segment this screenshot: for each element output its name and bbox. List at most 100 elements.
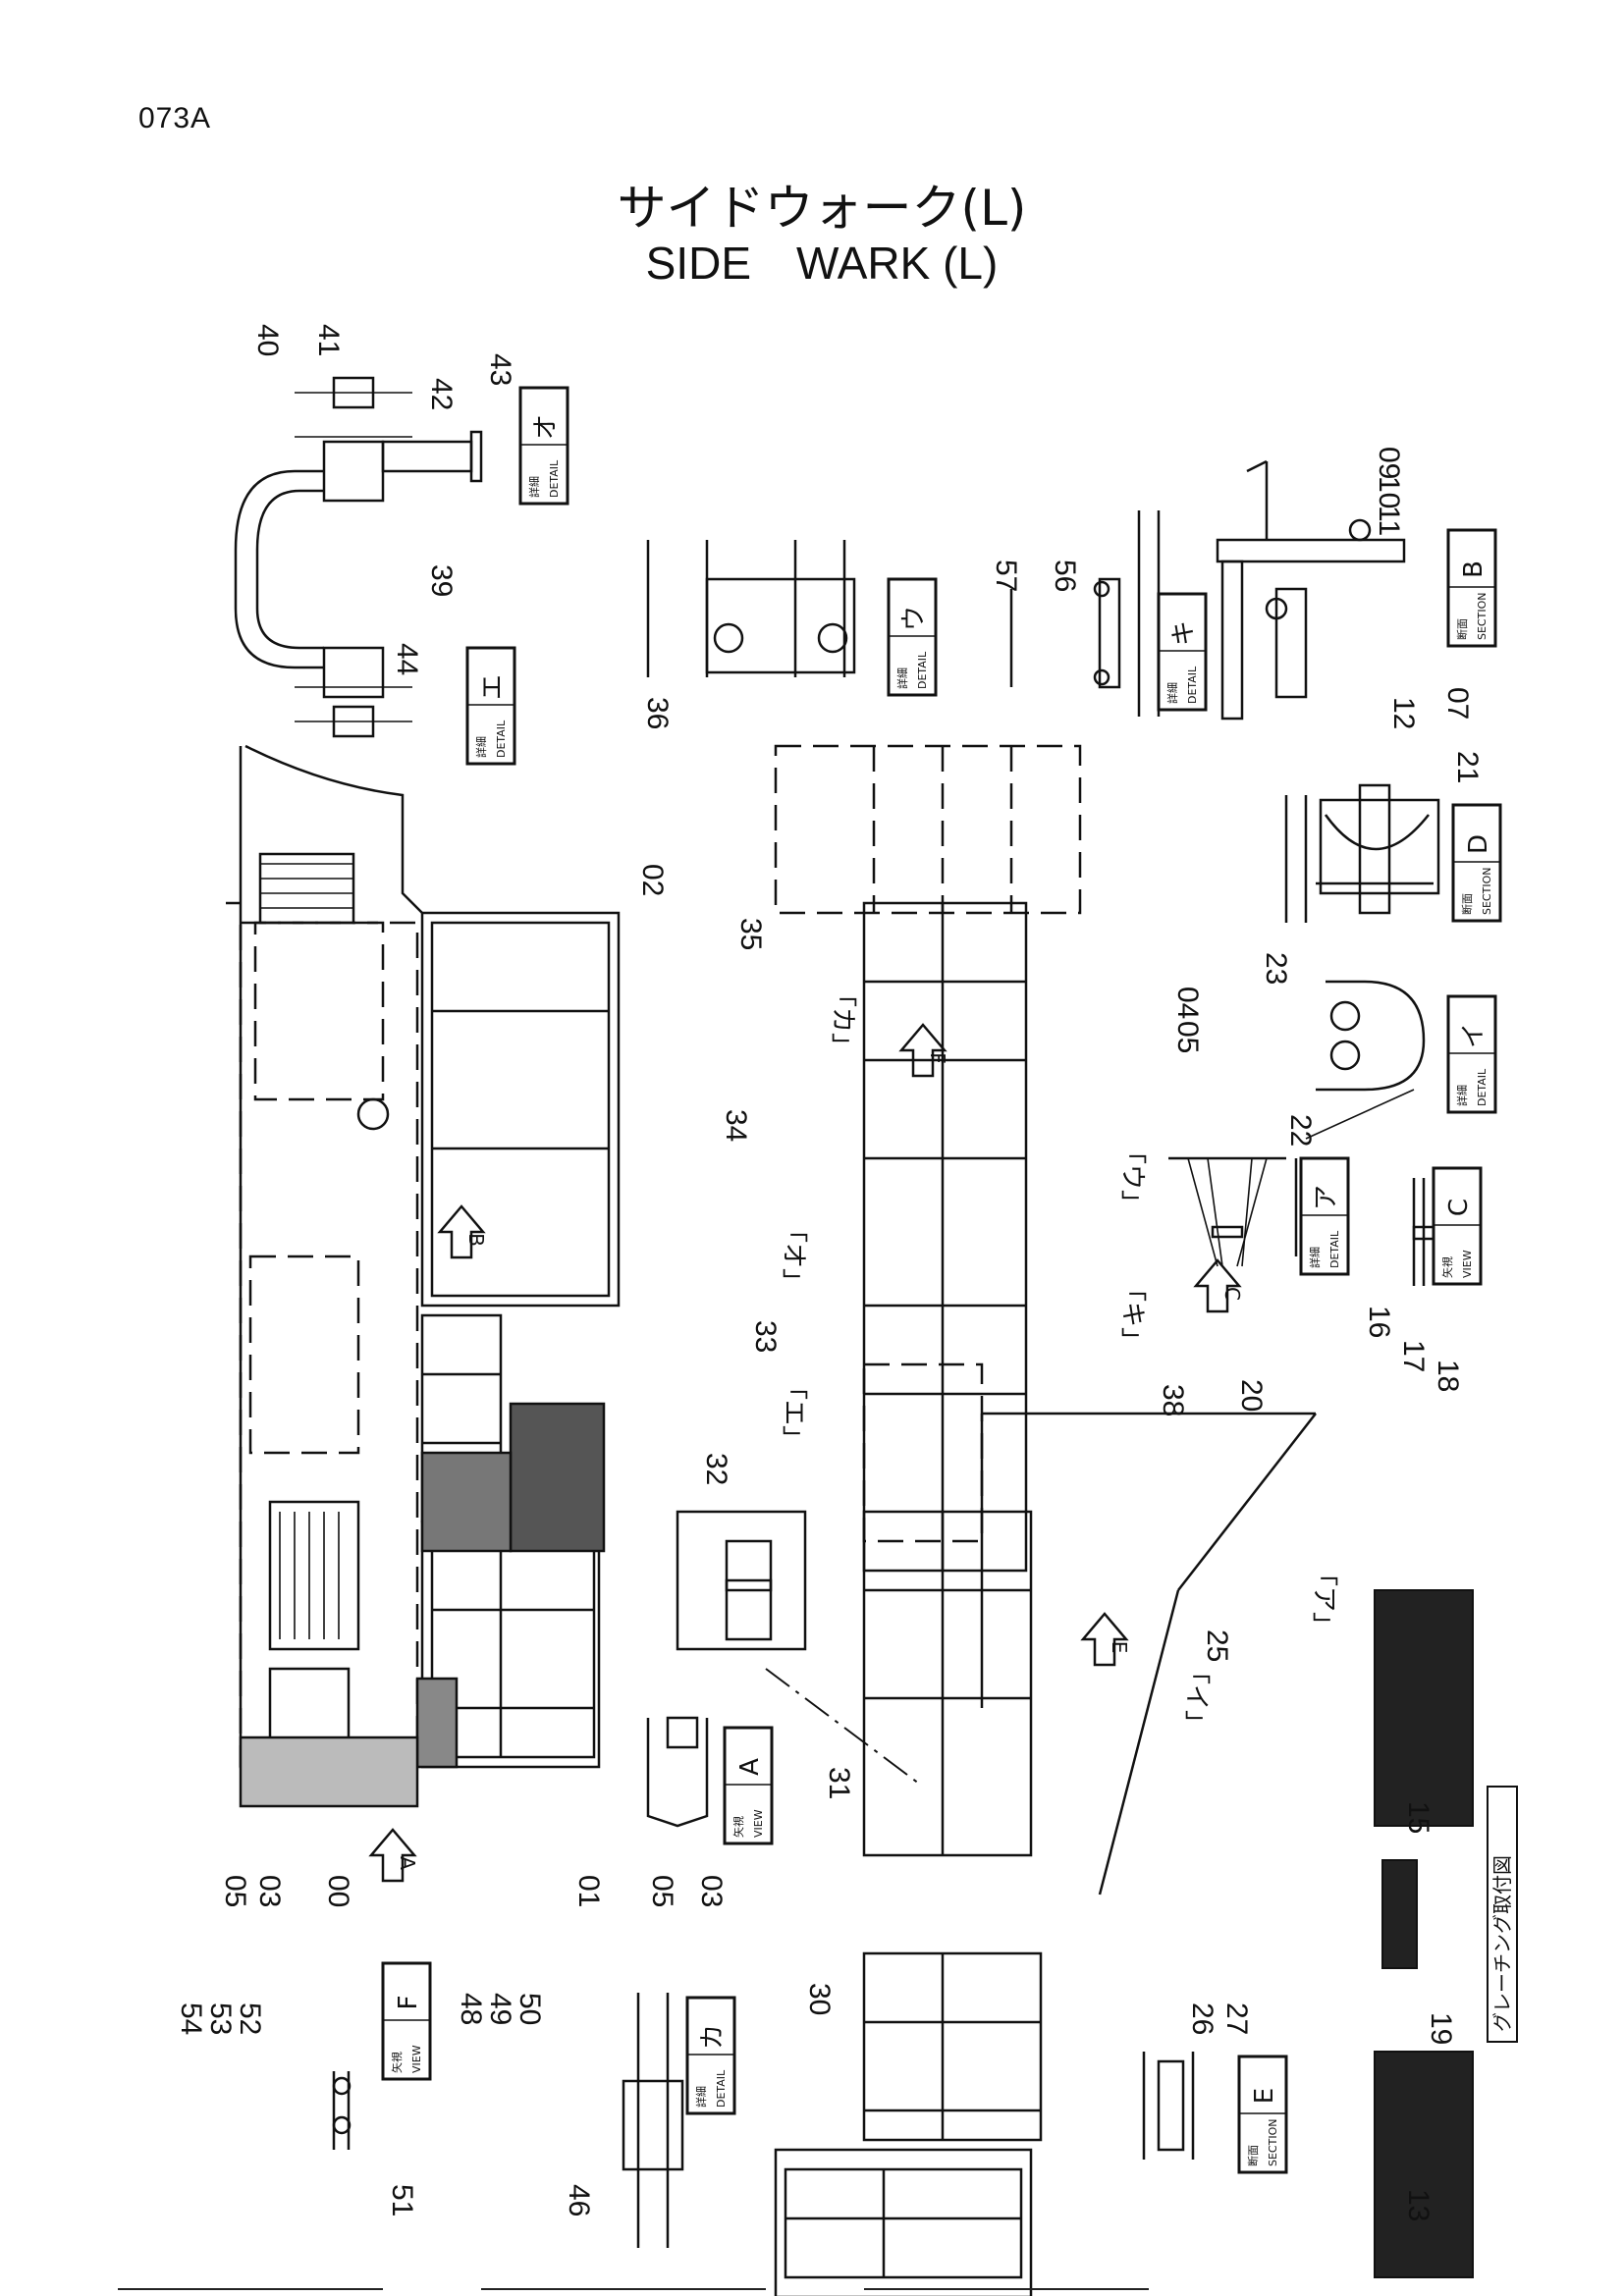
part-number: 13	[1402, 2189, 1435, 2221]
detail-i-letter: イ	[1459, 1023, 1489, 1048]
part-number: 27	[1220, 2002, 1253, 2035]
title-english: SIDE WARK (L)	[645, 238, 999, 289]
view-arrow-c: C	[1193, 1258, 1244, 1313]
part-number: 52	[234, 2002, 266, 2035]
part-number: 11	[1373, 506, 1405, 536]
part-number: 38	[1157, 1384, 1189, 1416]
detail-i-kind: DETAIL	[1476, 1068, 1489, 1106]
part-number: 49	[484, 1993, 516, 2025]
part-number: 56	[1049, 560, 1081, 592]
part-number: 09	[1373, 447, 1405, 479]
elevation-view	[676, 744, 1317, 2296]
part-number: 42	[425, 378, 458, 410]
detail-a-letter: ア	[1312, 1185, 1341, 1210]
view-c-jp: 矢視	[1440, 1256, 1454, 1278]
part-number: 33	[749, 1320, 782, 1353]
detail-o-figure	[234, 376, 483, 738]
part-number: 02	[636, 864, 669, 896]
detail-ka-jp: 詳細	[694, 2086, 708, 2108]
part-number: 48	[455, 1993, 487, 2025]
detail-i-figure	[1305, 980, 1426, 1140]
section-b-kind: SECTION	[1476, 593, 1489, 640]
view-c-letter: C	[1444, 1199, 1474, 1216]
part-number: 12	[1387, 697, 1420, 729]
part-number: 20	[1235, 1379, 1268, 1412]
section-e-jp: 断面	[1246, 2145, 1260, 2166]
detail-o-letter: オ	[531, 414, 561, 440]
part-number: 41	[312, 324, 345, 356]
part-number: 25	[1201, 1629, 1233, 1662]
detail-ka-letter: カ	[698, 2024, 728, 2050]
part-number: 00	[322, 1875, 354, 1907]
part-number: 54	[175, 2002, 207, 2035]
detail-e-kind: DETAIL	[495, 720, 508, 758]
part-number: 44	[391, 643, 423, 675]
part-number: 05	[1171, 1021, 1204, 1053]
detail-ki-letter: キ	[1169, 620, 1199, 646]
view-a-jp: 矢視	[731, 1816, 745, 1838]
part-number: 17	[1397, 1340, 1430, 1372]
view-arrow-e: E	[1080, 1612, 1131, 1667]
section-b-letter: B	[1459, 561, 1489, 578]
grating-caption: グレーチング取付図	[1487, 1786, 1518, 2043]
part-number: 51	[386, 2184, 418, 2216]
view-f-kind: VIEW	[410, 2045, 423, 2073]
view-a-figure	[646, 1716, 709, 1828]
part-number: 03	[695, 1875, 728, 1907]
view-arrows-layer: A B C E F	[368, 1023, 1244, 1883]
part-number: 46	[563, 2184, 595, 2216]
callout-label: 「オ」	[779, 1217, 808, 1294]
part-number: 40	[251, 324, 284, 356]
page-code: 073A	[138, 102, 212, 134]
view-arrow-letter: C	[1220, 1287, 1244, 1301]
part-number: 39	[425, 564, 458, 597]
part-number: 05	[219, 1875, 251, 1907]
part-number: 34	[720, 1109, 752, 1142]
part-number: 03	[253, 1875, 286, 1907]
part-number: 26	[1186, 2002, 1218, 2035]
part-number: 15	[1402, 1801, 1435, 1834]
part-number: 19	[1425, 2012, 1457, 2045]
detail-ki-figure	[1009, 459, 1406, 721]
detail-a-tag: ア詳細 DETAIL	[1299, 1156, 1350, 1276]
part-number: 35	[734, 918, 767, 950]
part-number: 18	[1432, 1360, 1464, 1392]
view-arrow-letter: B	[464, 1233, 488, 1247]
part-number: 21	[1451, 751, 1484, 783]
view-arrow-letter: A	[396, 1856, 419, 1870]
detail-u-figure	[646, 540, 856, 677]
part-number: 10	[1373, 476, 1405, 508]
detail-u-jp: 詳細	[895, 667, 909, 689]
detail-e-jp: 詳細	[474, 736, 488, 758]
callouts-layer: 「カ」「ウ」「オ」「キ」「エ」「ア」「イ」	[779, 982, 1338, 1735]
detail-u-kind: DETAIL	[916, 651, 929, 689]
view-a-letter: A	[735, 1758, 765, 1776]
section-d-figure	[1284, 783, 1440, 923]
part-number: 36	[641, 697, 674, 729]
view-a-kind: VIEW	[752, 1809, 765, 1838]
callout-label: 「ア」	[1309, 1561, 1338, 1637]
detail-i-jp: 詳細	[1455, 1085, 1469, 1106]
callout-label: 「イ」	[1181, 1659, 1211, 1735]
view-a-tag: A 矢視 VIEW	[723, 1726, 774, 1845]
callout-label: 「カ」	[828, 982, 857, 1058]
part-number: 57	[990, 560, 1022, 592]
detail-ki-jp: 詳細	[1165, 682, 1179, 704]
view-f-letter: F	[394, 1996, 423, 2010]
part-number: 05	[646, 1875, 678, 1907]
plan-view	[226, 744, 621, 1808]
detail-a-kind: DETAIL	[1328, 1230, 1341, 1268]
detail-a-jp: 詳細	[1308, 1247, 1322, 1268]
view-c-kind: VIEW	[1461, 1250, 1474, 1278]
view-arrow-letter: F	[926, 1052, 949, 1064]
part-number: 23	[1260, 952, 1292, 985]
detail-o-jp: 詳細	[527, 476, 541, 498]
